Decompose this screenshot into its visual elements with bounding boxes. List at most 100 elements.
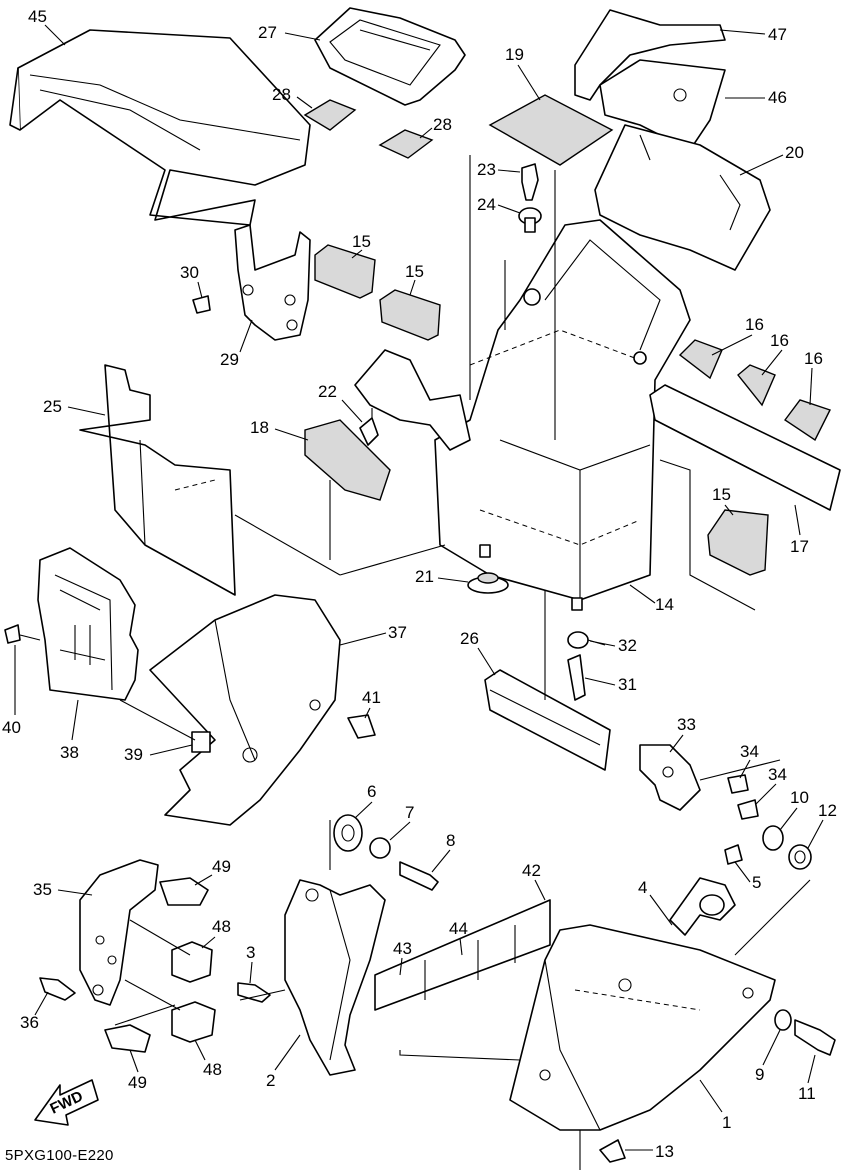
part-13-clip	[599, 1139, 626, 1163]
callout-33: 33	[677, 715, 696, 734]
part-7-collar	[369, 837, 391, 859]
callout-34b: 34	[768, 765, 787, 784]
callout-37: 37	[388, 623, 407, 642]
part-37-cowling	[149, 594, 341, 826]
callout-35: 35	[33, 880, 52, 899]
part-28-pads	[303, 99, 434, 159]
assembly-lines	[114, 155, 811, 1170]
part-38-grille	[37, 547, 139, 701]
callout-38: 38	[60, 743, 79, 762]
callout-5: 5	[752, 873, 761, 892]
part-32-clamp	[567, 631, 606, 649]
part-33-bracket	[639, 744, 701, 811]
callout-48b: 48	[203, 1060, 222, 1079]
callout-29: 29	[220, 350, 239, 369]
part-35-bracket	[79, 859, 159, 1006]
callout-19: 19	[505, 45, 524, 64]
part-12-grommet	[788, 844, 812, 870]
part-40-screw	[4, 624, 41, 644]
part-14-battery-box	[434, 219, 691, 611]
callout-30: 30	[180, 263, 199, 282]
callout-31: 31	[618, 675, 637, 694]
callout-21: 21	[415, 567, 434, 586]
part-21-grommet	[467, 572, 509, 594]
part-8-bolt	[399, 861, 439, 891]
callout-8: 8	[446, 831, 455, 850]
part-3-bolt	[237, 982, 271, 1003]
callout-1: 1	[722, 1113, 731, 1132]
part-6-grommet	[333, 814, 363, 852]
callout-16c: 16	[804, 349, 823, 368]
part-18-sheet	[304, 419, 391, 501]
callout-28b: 28	[433, 115, 452, 134]
callout-9: 9	[755, 1065, 764, 1084]
callout-23: 23	[477, 160, 496, 179]
callout-17: 17	[790, 537, 809, 556]
callout-7: 7	[405, 803, 414, 822]
part-17-strip	[649, 384, 841, 511]
callout-44: 44	[449, 919, 468, 938]
callout-48a: 48	[212, 917, 231, 936]
callout-15b: 15	[405, 262, 424, 281]
callout-20: 20	[785, 143, 804, 162]
part-9-washer	[774, 1009, 792, 1031]
part-19-sheet	[488, 94, 614, 166]
callout-15a: 15	[352, 232, 371, 251]
callout-43: 43	[393, 939, 412, 958]
callout-49a: 49	[212, 857, 231, 876]
battery-holder-bracket	[354, 349, 471, 451]
callout-45: 45	[28, 7, 47, 26]
part-30-bolt	[192, 295, 211, 314]
part-47-bracket	[574, 9, 726, 101]
callout-42: 42	[522, 861, 541, 880]
callout-36: 36	[20, 1013, 39, 1032]
callout-15c: 15	[712, 485, 731, 504]
diagram-code: 5PXG100-E220	[5, 1147, 114, 1164]
part-23-screw	[521, 163, 539, 201]
part-25-side-panel	[79, 364, 236, 596]
callout-28a: 28	[272, 85, 291, 104]
part-1-side-cover	[509, 924, 776, 1131]
part-24-collar	[518, 207, 542, 233]
part-31-hose	[567, 654, 586, 701]
callout-47: 47	[768, 25, 787, 44]
callout-34a: 34	[740, 742, 759, 761]
callout-16a: 16	[745, 315, 764, 334]
callout-16b: 16	[770, 331, 789, 350]
part-10-collar	[762, 825, 784, 851]
part-41-screw	[347, 714, 376, 739]
part-4-lock	[669, 877, 736, 936]
fwd-arrow: FWD	[34, 1079, 99, 1126]
callout-12: 12	[818, 801, 837, 820]
part-15-pads	[314, 244, 769, 576]
callout-49b: 49	[128, 1073, 147, 1092]
part-27-tray	[314, 7, 466, 106]
callout-41: 41	[362, 688, 381, 707]
callout-6: 6	[367, 782, 376, 801]
callout-24: 24	[477, 195, 496, 214]
callout-4: 4	[638, 878, 647, 897]
part-20-plate	[594, 124, 771, 271]
callout-27: 27	[258, 23, 277, 42]
callout-39: 39	[124, 745, 143, 764]
part-5-bolt	[724, 844, 743, 865]
part-36-bolt	[39, 977, 76, 1001]
callout-2: 2	[266, 1071, 275, 1090]
part-11-bolt	[794, 1019, 836, 1056]
part-2-inner-panel	[284, 879, 386, 1076]
part-39-clip	[191, 731, 211, 753]
callout-10: 10	[790, 788, 809, 807]
callout-46: 46	[768, 88, 787, 107]
callout-25: 25	[43, 397, 62, 416]
callout-labels: 45 27 28 28 19 47 46 20 23 24 30 15 15 2…	[2, 7, 837, 1161]
callout-26: 26	[460, 629, 479, 648]
callout-18: 18	[250, 418, 269, 437]
callout-3: 3	[246, 943, 255, 962]
part-26-block	[484, 669, 611, 771]
part-34-screws	[727, 774, 759, 820]
callout-13: 13	[655, 1142, 674, 1161]
callout-14: 14	[655, 595, 674, 614]
part-46-cover	[599, 59, 726, 151]
callout-32: 32	[618, 636, 637, 655]
